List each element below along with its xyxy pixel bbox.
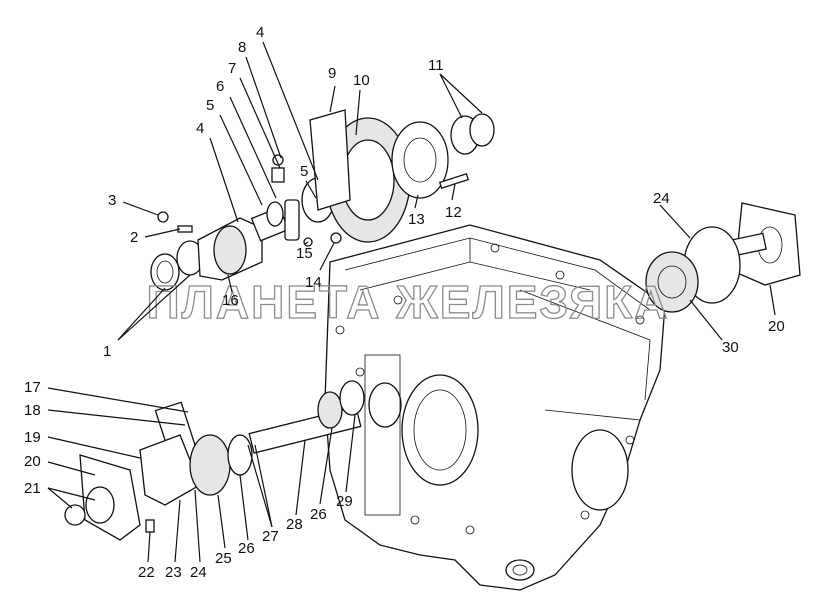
callout-5-left: 5	[206, 97, 214, 114]
callout-24-lower: 24	[190, 564, 207, 581]
callout-4-top: 4	[256, 24, 264, 41]
callout-26-upper: 26	[310, 506, 327, 523]
watermark: ПЛАНЕТА ЖЕЛЕЗЯКА	[147, 276, 670, 328]
callout-25: 25	[215, 550, 232, 567]
callout-6: 6	[216, 78, 224, 95]
gearbox-housing	[324, 224, 666, 591]
callout-20-right: 20	[768, 318, 785, 335]
callout-18: 18	[24, 402, 41, 419]
callout-26-lower: 26	[238, 540, 255, 557]
callout-29: 29	[336, 493, 353, 510]
callout-13: 13	[408, 211, 425, 228]
bevel-gear-assembly	[303, 109, 495, 247]
right-flange-assembly	[645, 202, 801, 313]
callout-23: 23	[165, 564, 182, 581]
callout-19: 19	[24, 429, 41, 446]
callout-1: 1	[103, 343, 111, 360]
callout-24-upper: 24	[653, 190, 670, 207]
callout-11: 11	[428, 57, 444, 74]
callout-27: 27	[262, 528, 279, 545]
callout-16: 16	[222, 292, 239, 309]
callout-21: 21	[24, 480, 41, 497]
callout-10: 10	[353, 72, 370, 89]
callout-5-right: 5	[300, 163, 308, 180]
callout-7: 7	[228, 60, 236, 77]
callout-labels: 1 2 3 4 4 5 5 6 7 8 9 10 11 12 13 14 15 …	[24, 24, 785, 581]
callout-4-left: 4	[196, 120, 204, 137]
callout-12: 12	[445, 204, 462, 221]
callout-28: 28	[286, 516, 303, 533]
callout-8: 8	[238, 39, 246, 56]
callout-2: 2	[130, 229, 138, 246]
left-shaft-assembly	[150, 154, 335, 291]
lower-shaft-assembly	[64, 380, 365, 541]
callout-30: 30	[722, 339, 739, 356]
callout-14: 14	[305, 274, 322, 291]
callout-9: 9	[328, 65, 336, 82]
leader-lines	[47, 41, 776, 563]
callout-20-left: 20	[24, 453, 41, 470]
callout-17: 17	[24, 379, 41, 396]
callout-22: 22	[138, 564, 155, 581]
callout-3: 3	[108, 192, 116, 209]
callout-15: 15	[296, 245, 313, 262]
